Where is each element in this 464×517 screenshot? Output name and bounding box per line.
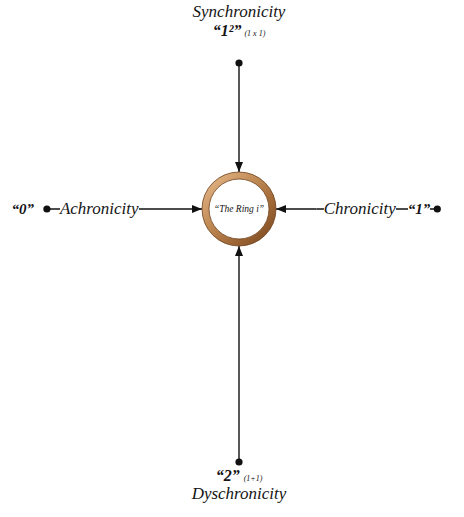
axis-label: “0” bbox=[11, 201, 34, 218]
endpoint-dot bbox=[43, 205, 50, 212]
ring-label: “The Ring i” bbox=[214, 204, 264, 214]
endpoint-node: Synchronicity“1²”(1 x 1) bbox=[184, 3, 295, 63]
ring-band bbox=[206, 176, 273, 243]
endpoint-node: “0” Achronicity bbox=[6, 198, 146, 221]
axis-label: “1²” bbox=[213, 22, 242, 40]
text-row: “0” Achronicity bbox=[10, 200, 140, 219]
endpoint-node: “2” (1+1)Dyschronicity bbox=[183, 462, 296, 506]
text-row: “The Ring i” bbox=[214, 204, 264, 214]
arrow-connector bbox=[276, 208, 317, 209]
ring-edge bbox=[209, 179, 269, 239]
arrow-connector bbox=[238, 63, 239, 172]
text-row: Synchronicity bbox=[192, 3, 287, 22]
axis-label: Chronicity bbox=[324, 200, 396, 219]
ring-node: “The Ring i” bbox=[201, 171, 277, 247]
axis-label: Achronicity bbox=[60, 200, 139, 219]
endpoint-marks bbox=[43, 59, 441, 465]
axis-label: Dyschronicity bbox=[192, 485, 287, 504]
connector-group bbox=[146, 63, 317, 462]
text-row: Chronicity “1” bbox=[323, 200, 432, 219]
endpoint-dot bbox=[434, 205, 441, 212]
axis-label: “1” bbox=[408, 201, 431, 218]
axis-label: Synchronicity bbox=[193, 3, 286, 22]
text-row: Dyschronicity bbox=[191, 485, 288, 504]
text-row: “2” (1+1) bbox=[191, 467, 288, 485]
arrow-connector bbox=[146, 208, 202, 209]
text-row: “1²”(1 x 1) bbox=[192, 22, 287, 40]
axis-label: (1+1) bbox=[244, 475, 263, 484]
axis-label: (1 x 1) bbox=[244, 30, 265, 39]
endpoint-node: Chronicity “1” bbox=[317, 198, 448, 221]
arrow-connector bbox=[238, 246, 239, 462]
ring-edge bbox=[202, 172, 276, 246]
axis-label: “2” bbox=[216, 467, 240, 485]
